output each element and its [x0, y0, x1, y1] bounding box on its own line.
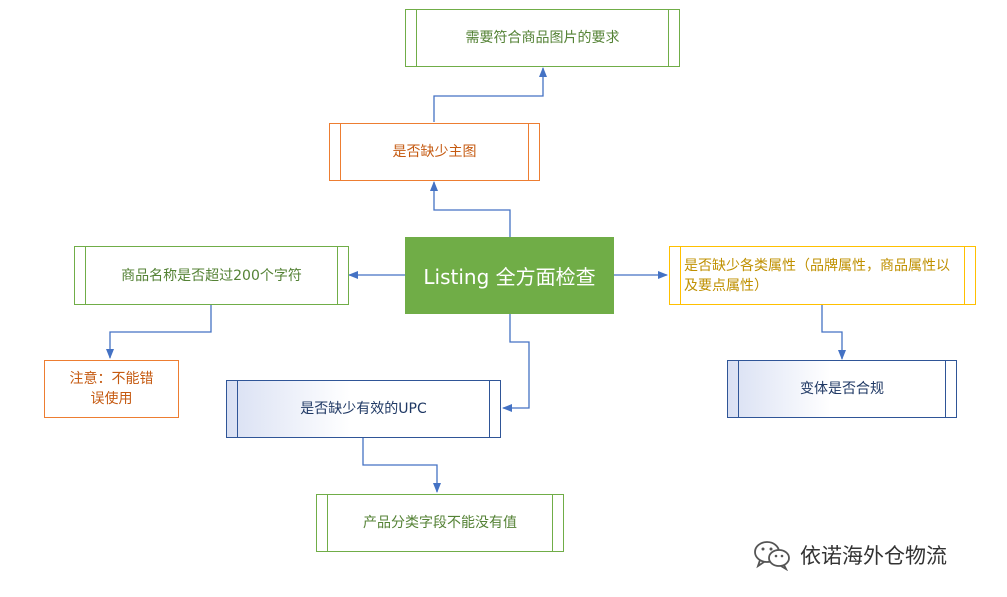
node-title-length-label: 商品名称是否超过200个字符 — [121, 267, 302, 284]
connector-center-to-upc — [502, 314, 530, 412]
watermark: 依诺海外仓物流 — [752, 535, 947, 575]
node-variation-compliance: 变体是否合规 — [727, 360, 957, 418]
node-title-length: 商品名称是否超过200个字符 — [74, 246, 349, 305]
watermark-text: 依诺海外仓物流 — [800, 544, 947, 568]
node-missing-main-image-label: 是否缺少主图 — [392, 144, 477, 160]
connector-upc-to-category — [362, 438, 441, 493]
wechat-icon — [754, 541, 790, 571]
connector-attributes-to-variation — [821, 305, 846, 360]
connector-center-to-main-image — [430, 181, 511, 237]
node-category-field: 产品分类字段不能没有值 — [316, 494, 564, 552]
node-variation-compliance-label: 变体是否合规 — [800, 381, 884, 397]
node-title-note-label: 注意：不能错误使用 — [69, 371, 154, 407]
connector-title-to-note — [106, 305, 212, 359]
node-title-note: 注意：不能错误使用 — [44, 360, 179, 418]
node-missing-attributes: 是否缺少各类属性（品牌属性，商品属性以及要点属性） — [669, 246, 976, 305]
node-image-requirement: 需要符合商品图片的要求 — [405, 9, 680, 67]
center-node-label: Listing 全方面检查 — [423, 265, 596, 289]
node-category-field-label: 产品分类字段不能没有值 — [363, 515, 517, 531]
node-missing-attributes-label: 是否缺少各类属性（品牌属性，商品属性以及要点属性） — [684, 257, 950, 294]
center-node: Listing 全方面检查 — [405, 237, 614, 314]
node-missing-upc-label: 是否缺少有效的UPC — [300, 401, 427, 417]
node-image-requirement-label: 需要符合商品图片的要求 — [465, 30, 620, 46]
node-missing-main-image: 是否缺少主图 — [329, 123, 540, 181]
connector-main-image-to-requirement — [433, 67, 547, 122]
node-missing-upc: 是否缺少有效的UPC — [226, 380, 501, 438]
